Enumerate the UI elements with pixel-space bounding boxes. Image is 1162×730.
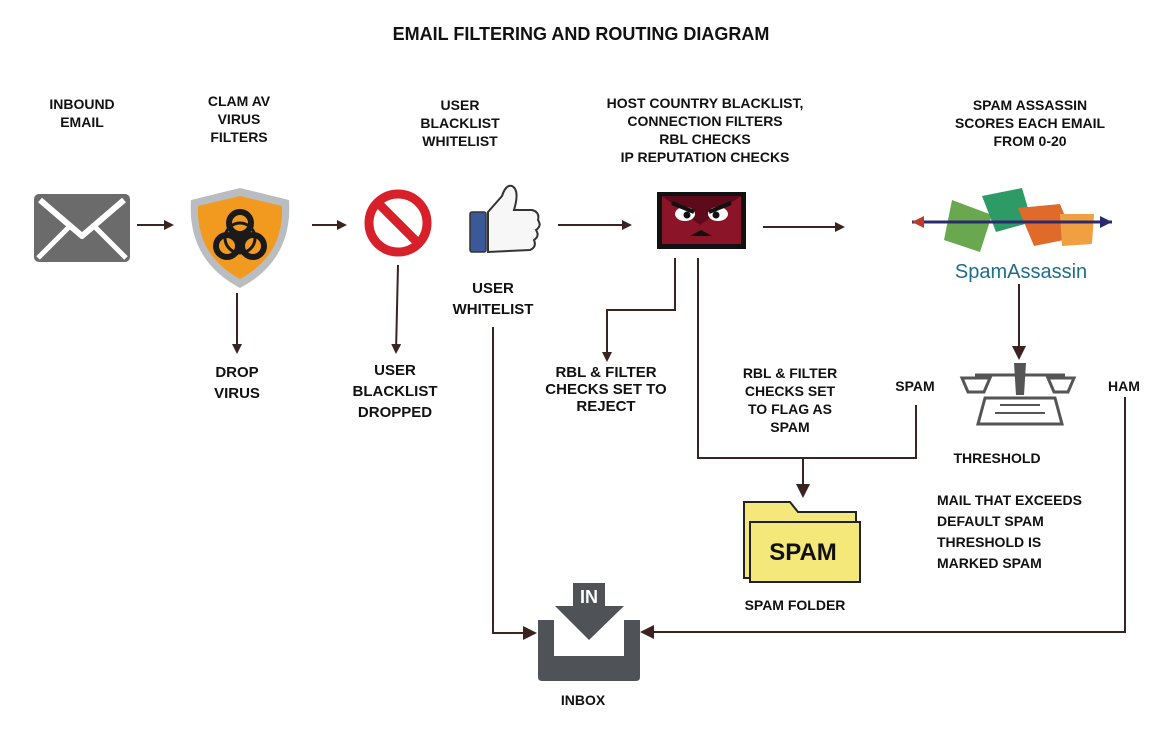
prohibited-icon — [364, 189, 432, 257]
line-host-flag — [697, 258, 917, 459]
arrow-stop-to-dropped — [391, 264, 402, 354]
label-spam-folder: SPAM FOLDER — [744, 597, 846, 613]
folder-icon: SPAM — [743, 501, 861, 583]
arrow-whitelist-to-inbox — [492, 327, 537, 640]
biohazard-shield-icon — [190, 188, 290, 288]
balance-scale-icon — [959, 363, 1077, 426]
arrow-host-to-reject — [602, 258, 676, 362]
inbox-tray-icon: IN — [538, 583, 640, 681]
label-ham-branch: HAM — [1108, 378, 1140, 394]
thumbs-up-icon — [469, 184, 541, 254]
envelope-icon — [34, 194, 130, 262]
label-threshold: THRESHOLD — [953, 450, 1041, 466]
label-inbox: INBOX — [560, 692, 606, 708]
label-host-checks: HOST COUNTRY BLACKLIST,CONNECTION FILTER… — [606, 95, 804, 165]
arrow-ham-to-inbox — [640, 397, 1126, 639]
diagram-title: EMAIL FILTERING AND ROUTING DIAGRAM — [392, 24, 770, 44]
spamassassin-logo: SpamAssassin — [912, 188, 1112, 283]
label-spam-branch: SPAM — [895, 378, 935, 394]
inbox-in-text: IN — [580, 587, 598, 607]
angry-face-icon — [657, 192, 746, 249]
spamassassin-logo-text: SpamAssassin — [955, 261, 1087, 283]
folder-spam-text: SPAM — [769, 539, 837, 566]
